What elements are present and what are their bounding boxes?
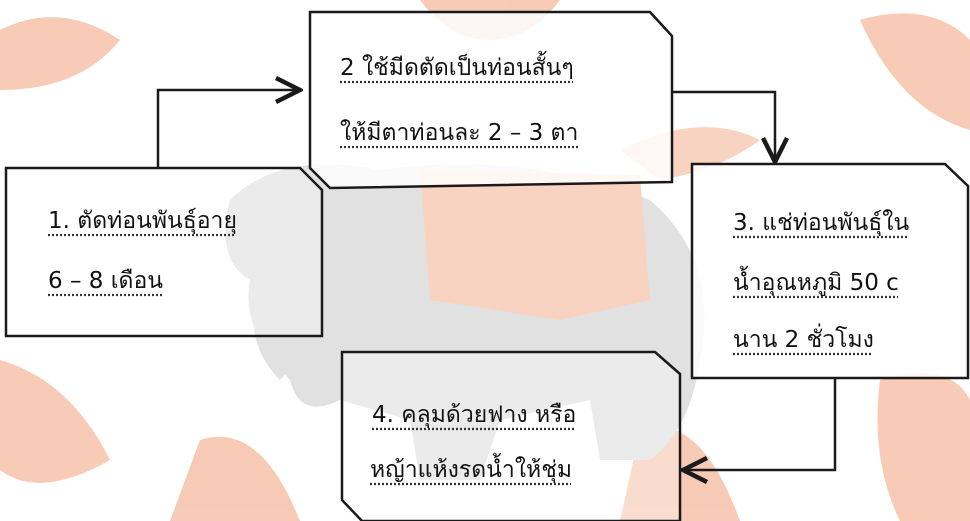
step-box-4 [340,350,682,521]
step-3-line-3: นาน 2 ชั่วโมง [733,327,874,353]
arrow-3-to-4 [683,378,837,470]
arrow-2-to-3 [672,90,775,162]
step-3-line-1: 3. แช่ท่อนพันธุ์ใน [733,210,910,236]
step-1-line-1: 1. ตัดท่อนพันธุ์อายุ [48,208,237,234]
step-1-line-2: 6 – 8 เดือน [48,268,164,294]
arrow-1-to-2 [156,90,300,168]
step-box-2 [308,10,674,190]
step-box-1 [4,166,324,338]
step-2-line-1: 2 ใช้มีดตัดเป็นท่อนสั้นๆ [340,55,574,81]
step-3-line-2: น้ำอุณหภูมิ 50 c [733,270,899,296]
step-4-line-2: หญ้าแห้งรดน้ำให้ชุ่ม [370,457,572,483]
step-4-line-1: 4. คลุมด้วยฟาง หรือ [372,402,577,428]
step-box-3 [690,162,970,380]
step-2-line-2: ให้มีตาท่อนละ 2 – 3 ตา [340,120,579,146]
